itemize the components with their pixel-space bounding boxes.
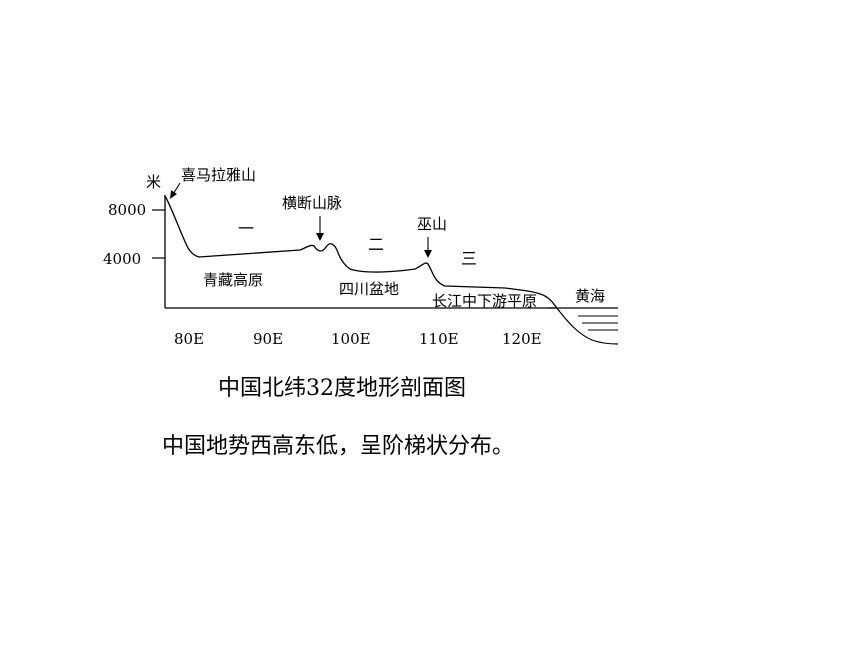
sea-floor-line xyxy=(559,311,619,345)
y-tick-label-4000: 4000 xyxy=(103,250,141,268)
y-axis-unit-label: 米 xyxy=(146,173,161,191)
x-tick-label-90e: 90E xyxy=(253,330,283,348)
terrain-profile-line xyxy=(164,195,561,313)
figure-statement: 中国地势西高东低，呈阶梯状分布。 xyxy=(162,434,515,459)
y-tick-label-8000: 8000 xyxy=(108,201,146,219)
label-changjiang: 长江中下游平原 xyxy=(432,292,537,310)
step-label-third: 三 xyxy=(461,249,477,268)
label-qingzang: 青藏高原 xyxy=(203,271,263,289)
x-tick-label-120e: 120E xyxy=(502,330,542,348)
x-tick-label-80e: 80E xyxy=(174,330,204,348)
label-sichuan: 四川盆地 xyxy=(339,280,399,298)
himalaya-arrowhead xyxy=(170,190,177,199)
figure-title: 中国北纬32度地形剖面图 xyxy=(218,376,466,401)
step-label-second: 二 xyxy=(368,235,384,254)
wushan-arrowhead xyxy=(424,250,432,258)
label-wushan: 巫山 xyxy=(417,215,447,233)
label-huanghai: 黄海 xyxy=(575,287,605,305)
hengduan-arrowhead xyxy=(316,233,324,241)
label-hengduan: 横断山脉 xyxy=(282,194,342,212)
x-tick-label-110e: 110E xyxy=(419,330,459,348)
step-label-first: 一 xyxy=(238,219,254,238)
label-himalaya: 喜马拉雅山 xyxy=(181,166,256,184)
x-tick-label-100e: 100E xyxy=(331,330,371,348)
